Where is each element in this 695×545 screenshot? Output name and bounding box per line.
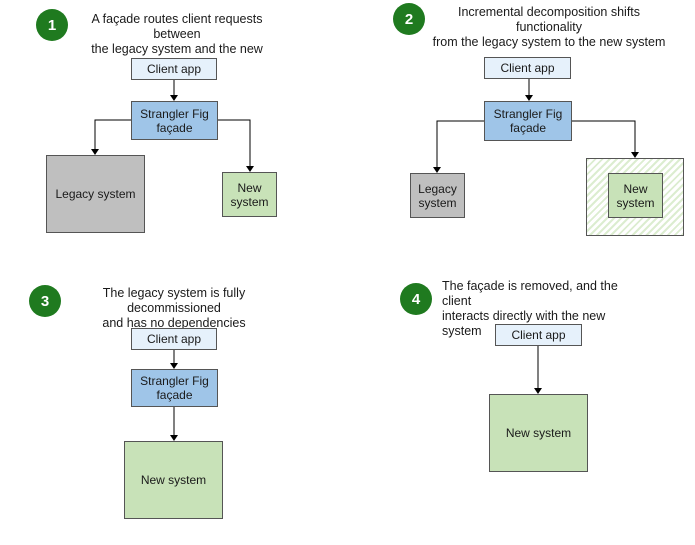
- step-2-connectors: [433, 79, 639, 173]
- new-system-box: New system: [489, 394, 588, 472]
- step-1-badge: 1: [36, 9, 68, 41]
- step-3-connectors: [170, 350, 178, 441]
- step-2-caption: Incremental decomposition shifts functio…: [432, 5, 666, 49]
- client-app-box: Client app: [131, 328, 217, 350]
- legacy-system-box: Legacy system: [46, 155, 145, 233]
- client-app-box: Client app: [495, 324, 582, 346]
- client-app-box: Client app: [484, 57, 571, 79]
- step-4-badge: 4: [400, 283, 432, 315]
- step-3-badge: 3: [29, 285, 61, 317]
- step-2-badge: 2: [393, 3, 425, 35]
- step-1-panel: 1 A façade routes client requests betwee…: [0, 0, 347, 272]
- new-system-growth-area: [586, 158, 684, 236]
- step-2-panel: 2 Incremental decomposition shifts funct…: [348, 0, 695, 272]
- new-system-box: New system: [124, 441, 223, 519]
- step-4-caption: The façade is removed, and the client in…: [442, 279, 618, 338]
- step-3-caption: The legacy system is fully decommissione…: [102, 286, 246, 330]
- step-4-panel: 4 The façade is removed, and the client …: [348, 273, 695, 545]
- step-3-panel: 3 The legacy system is fully decommissio…: [0, 273, 347, 545]
- step-4-connectors: [534, 346, 542, 394]
- step-1-connectors: [91, 80, 254, 172]
- client-app-box: Client app: [131, 58, 217, 80]
